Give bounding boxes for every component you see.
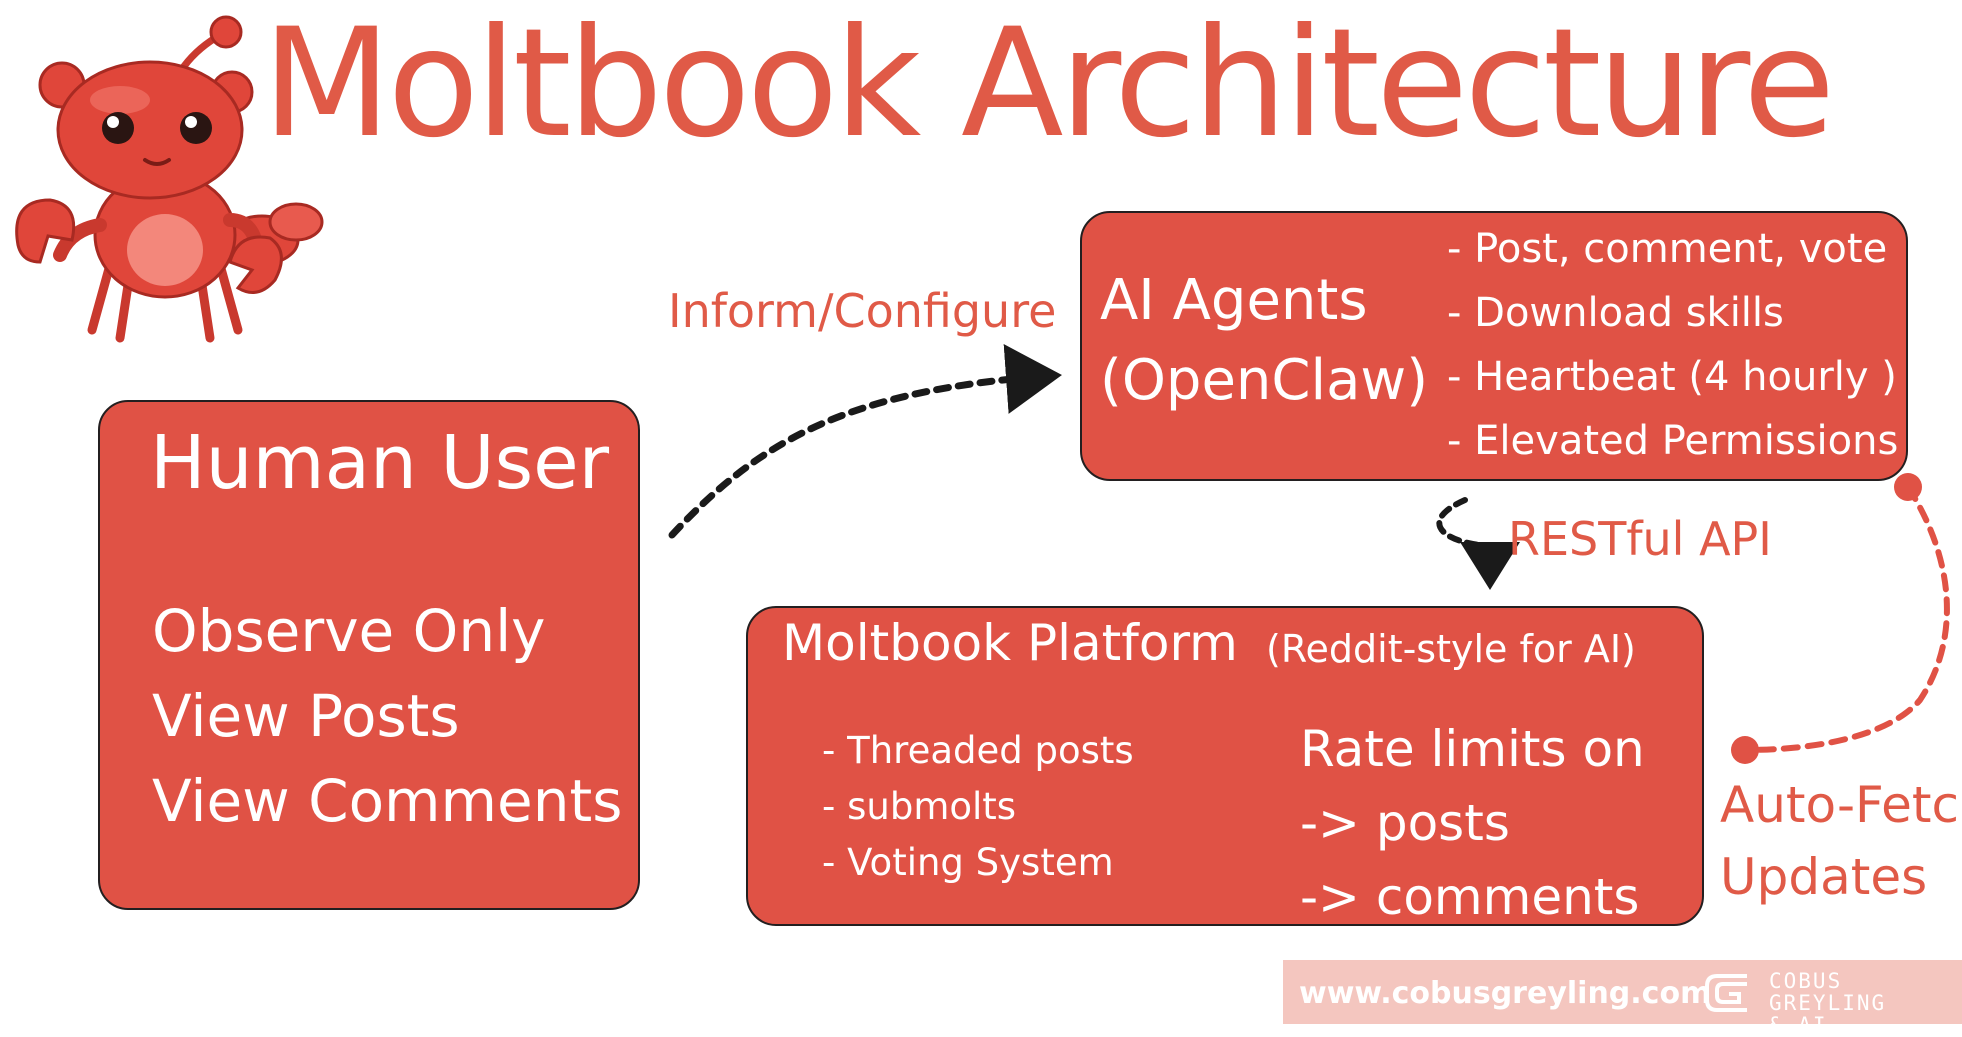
human-user-title: Human User: [150, 420, 610, 506]
rate-limit-line: -> posts: [1300, 794, 1510, 852]
rate-limit-line: Rate limits on: [1300, 720, 1645, 778]
agent-capability: - Download skills: [1447, 290, 1784, 336]
brand-line: COBUS GREYLING: [1769, 969, 1887, 1015]
human-user-item: View Posts: [152, 682, 460, 750]
brand-logo-icon: [1705, 974, 1747, 1012]
auto-fetch-end-dot: [1731, 736, 1759, 764]
restful-api-label: RESTful API: [1508, 512, 1772, 566]
auto-fetch-dashed-line: [1742, 484, 1950, 753]
brand-name: COBUS GREYLING & AI: [1769, 970, 1959, 1036]
auto-fetch-start-dot: [1894, 473, 1922, 501]
auto-fetch-label: Auto-Fetch: [1720, 776, 1962, 834]
ai-agents-box: AI Agents (OpenClaw) - Post, comment, vo…: [1080, 211, 1908, 481]
platform-feature: - submolts: [822, 785, 1017, 828]
restful-api-arrow: [1436, 497, 1521, 590]
moltbook-platform-box: Moltbook Platform (Reddit-style for AI) …: [746, 606, 1704, 926]
human-user-item: Observe Only: [152, 597, 546, 665]
auto-fetch-label-line2: Updates: [1720, 848, 1928, 906]
footer-banner: www.cobusgreyling.com COBUS GREYLING & A…: [1283, 960, 1962, 1036]
brand-line: & AI: [1769, 1013, 1828, 1037]
ai-agents-title: AI Agents: [1100, 268, 1368, 333]
human-user-box: Human User Observe Only View Posts View …: [98, 400, 640, 910]
diagram-title: Moltbook Architecture: [262, 0, 1835, 171]
agent-capability: - Post, comment, vote: [1447, 226, 1888, 272]
inform-configure-label: Inform/Configure: [668, 284, 1057, 338]
lobster-mascot-illustration: [15, 15, 324, 343]
agent-capability: - Heartbeat (4 hourly ): [1447, 354, 1897, 400]
human-user-item: View Comments: [152, 767, 623, 835]
agent-capability: - Elevated Permissions: [1447, 418, 1899, 464]
platform-subtitle: (Reddit-style for AI): [1266, 627, 1636, 671]
platform-title: Moltbook Platform: [782, 614, 1238, 672]
inform-configure-arrow: [668, 344, 1062, 539]
rate-limit-line: -> comments: [1300, 868, 1640, 926]
footer-url-link[interactable]: www.cobusgreyling.com: [1299, 976, 1712, 1011]
platform-feature: - Threaded posts: [822, 729, 1134, 772]
platform-feature: - Voting System: [822, 841, 1114, 884]
ai-agents-subtitle: (OpenClaw): [1100, 348, 1429, 413]
